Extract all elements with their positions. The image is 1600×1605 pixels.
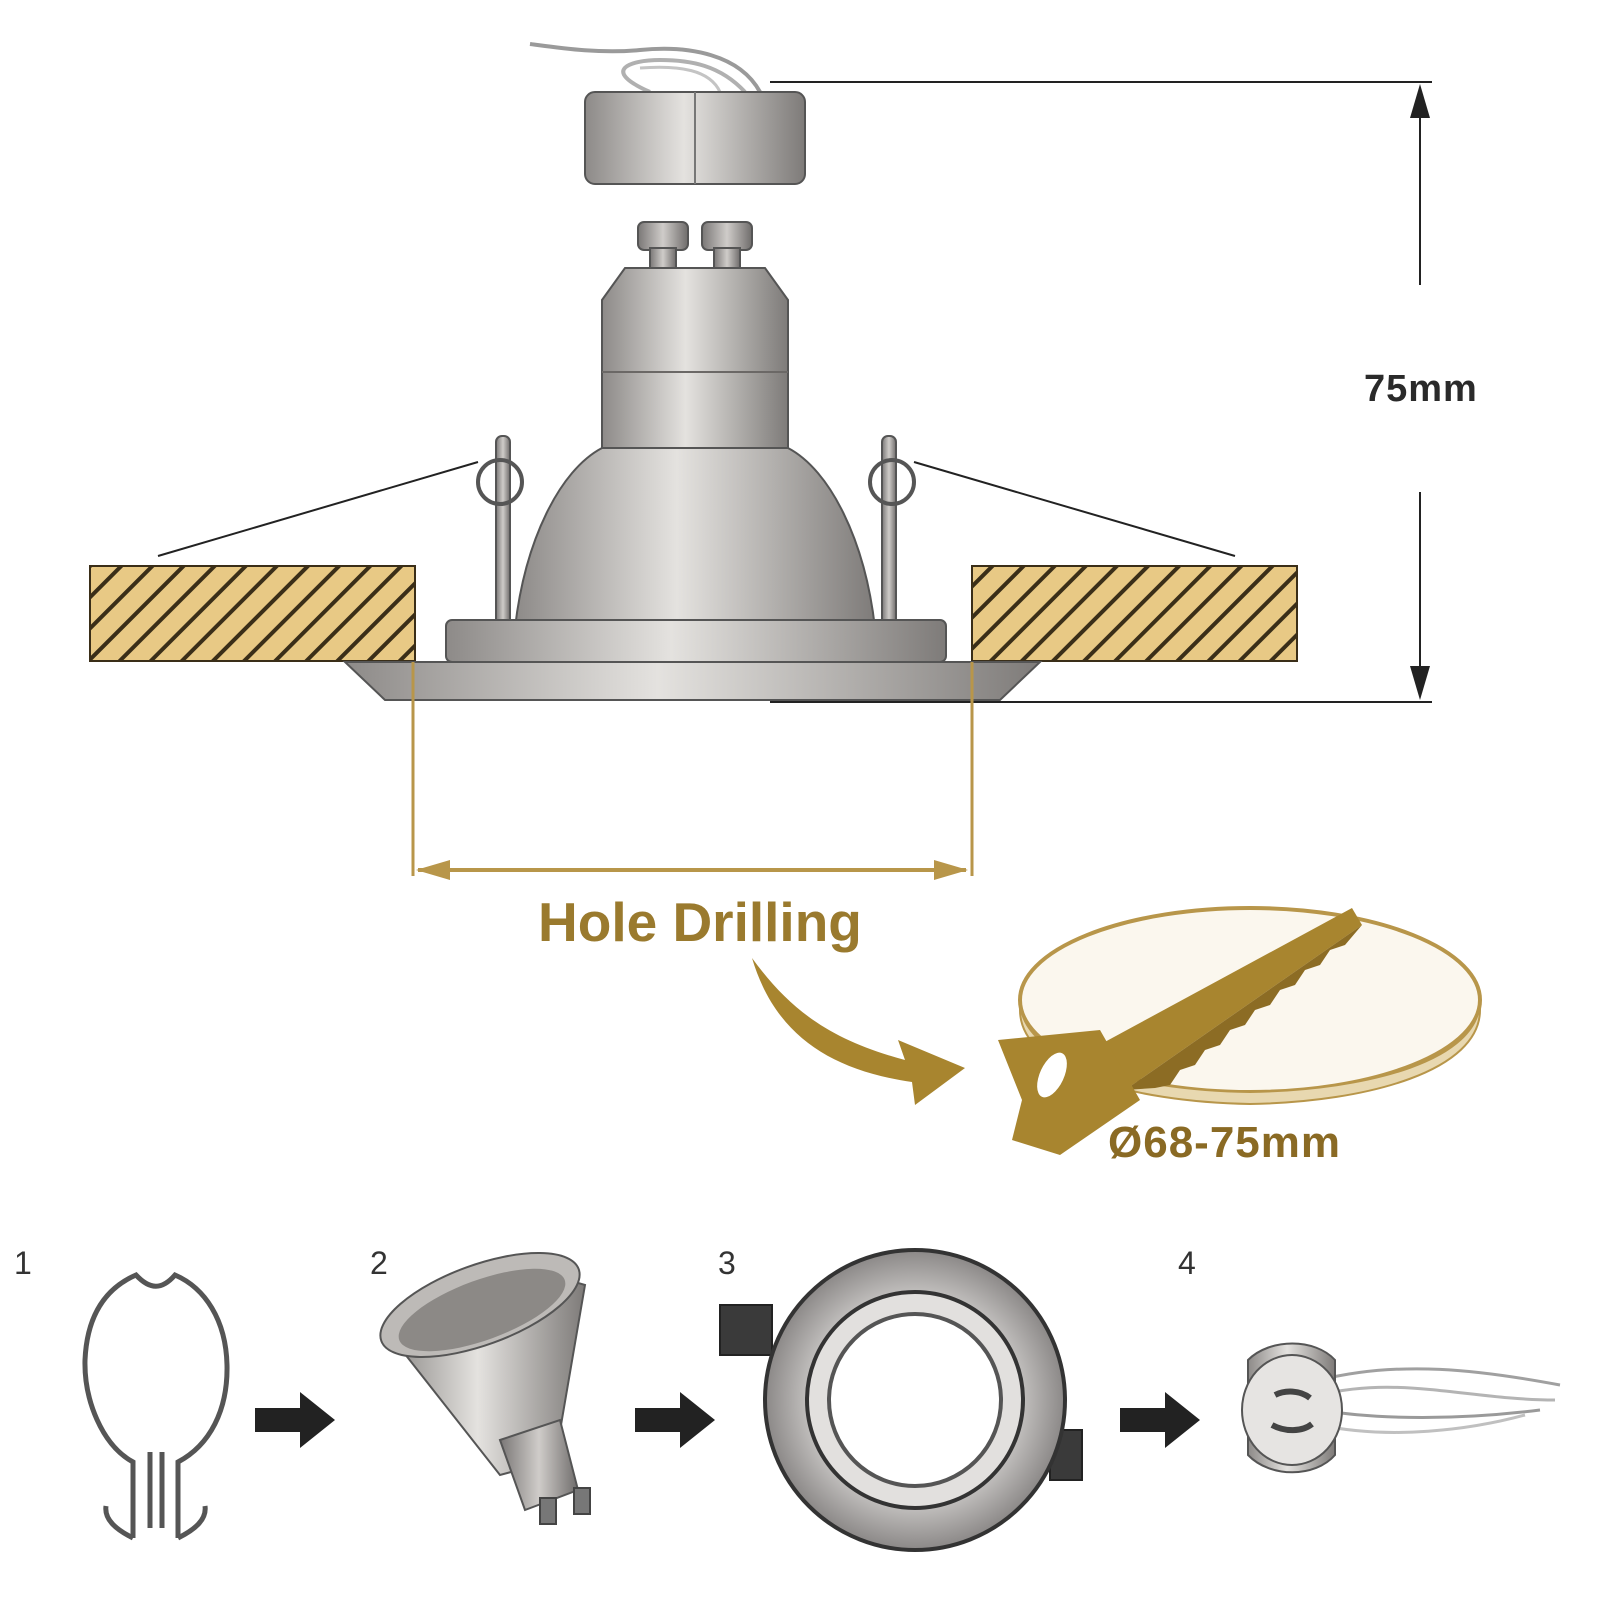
step-arrow-1-icon	[255, 1392, 335, 1448]
saw-icon	[998, 908, 1362, 1155]
step-4-gu10-socket-icon	[1241, 1342, 1561, 1474]
bulb-pins	[637, 221, 753, 273]
ceiling-section-left	[89, 565, 416, 662]
bulb-body	[513, 267, 877, 629]
step-number-4: 4	[1178, 1245, 1196, 1281]
hole-width-dimension	[411, 662, 974, 880]
ceiling-section-right	[971, 565, 1298, 662]
step-number-1: 1	[14, 1245, 32, 1281]
gu10-socket-top	[529, 42, 806, 185]
hole-diameter-label: Ø68-75mm	[1108, 1118, 1342, 1167]
step-1-spring-clip-icon	[82, 1271, 230, 1541]
downlight-flange	[342, 619, 1043, 701]
step-number-2: 2	[370, 1245, 388, 1281]
step-arrow-2-icon	[635, 1392, 715, 1448]
curved-arrow-icon	[752, 958, 965, 1105]
step-number-3: 3	[718, 1245, 736, 1281]
height-dimension	[770, 81, 1432, 703]
step-2-gu10-bulb-icon	[379, 1252, 591, 1525]
step-3-downlight-frame-icon	[719, 1248, 1083, 1552]
height-dimension-label: 75mm	[1364, 368, 1478, 410]
step-arrow-3-icon	[1120, 1392, 1200, 1448]
hole-drilling-title: Hole Drilling	[538, 891, 862, 953]
